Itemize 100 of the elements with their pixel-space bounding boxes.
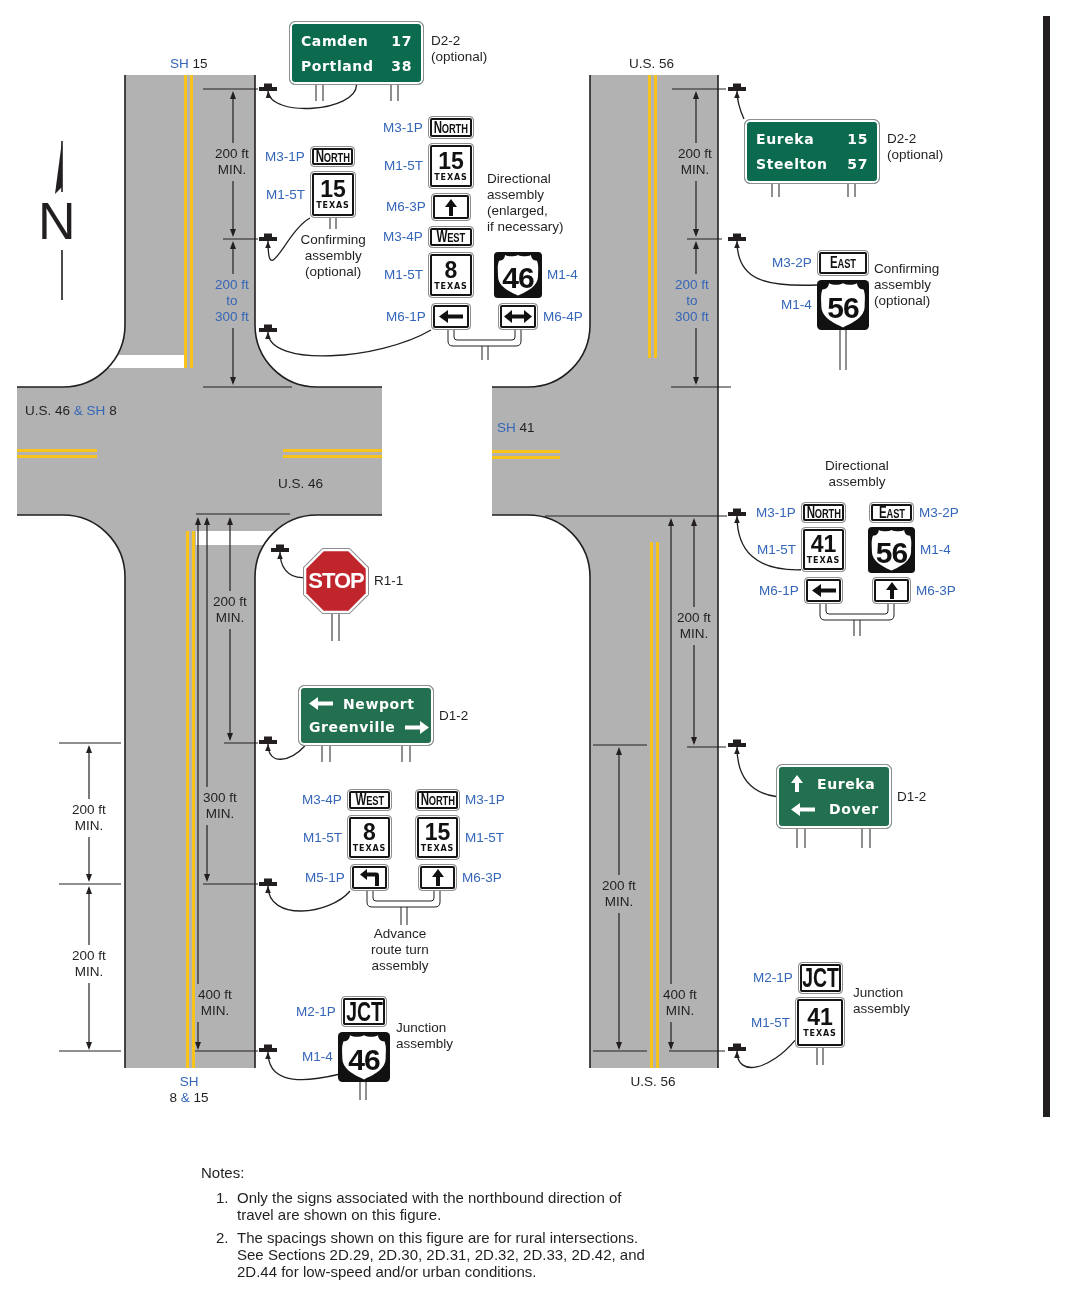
sign-code-label: M1-4	[547, 267, 578, 283]
sign-code-label: M1-5T	[465, 829, 504, 846]
note-number: 2.	[216, 1229, 229, 1246]
leader-line	[266, 885, 351, 912]
sign-code-label: D1-2	[439, 707, 469, 724]
plaque-text: NORTH	[420, 792, 455, 808]
distance-label: 200 ft MIN.	[677, 610, 711, 642]
leader-line	[277, 551, 304, 579]
road-name: U.S. 46 & SH 8	[25, 403, 117, 419]
sign-symbol	[728, 508, 746, 516]
road-name: SH 8 & 15	[169, 1074, 209, 1106]
place-name: Eureka	[756, 129, 815, 148]
sign-symbol	[259, 736, 277, 744]
place-name: Eureka	[817, 774, 876, 793]
plaque-text: JCT	[345, 998, 383, 1025]
note-number: 1.	[216, 1189, 229, 1206]
sign-code-label: M1-4	[920, 542, 951, 558]
sign-text: STOP	[308, 569, 364, 593]
distance-label: 200 ft to 300 ft	[215, 277, 249, 325]
sign-code-label: M3-1P	[756, 504, 796, 521]
assembly-caption: Directional assembly (enlarged, if necessary)	[487, 171, 564, 235]
sign-code-label: M1-4	[302, 1049, 333, 1065]
state-name: TEXAS	[434, 172, 468, 183]
assembly-caption: Advance route turn assembly	[371, 926, 429, 974]
route-number: 41	[810, 533, 837, 555]
sign-code-label: M2-1P	[753, 970, 793, 986]
sign-code-label: R1-1	[374, 573, 404, 589]
leader-line	[267, 84, 358, 110]
route-number: 15	[424, 821, 451, 843]
distance-label: 200 ft MIN.	[213, 594, 247, 626]
route-number: 46	[348, 1044, 380, 1075]
plaque-text: WEST	[436, 229, 466, 245]
route-number: 8	[444, 258, 458, 281]
leader-line	[734, 515, 802, 571]
sign-code-label: M6-4P	[543, 308, 583, 325]
sign-symbol	[728, 1043, 746, 1051]
distance-label: 300 ft MIN.	[203, 790, 237, 822]
plaque-text: JCT	[802, 965, 839, 991]
leader-line	[265, 1051, 339, 1081]
place-name: Camden	[301, 31, 369, 50]
sign-code-label: M2-1P	[296, 1003, 336, 1020]
sign-code-label: M3-1P	[383, 119, 423, 136]
sign-code-label: M6-1P	[386, 308, 426, 325]
place-name: Greenville	[309, 718, 396, 737]
sign-code-label: M1-5T	[751, 1014, 790, 1031]
sign-code-label: M3-2P	[919, 504, 959, 521]
sign-code-label: M3-1P	[265, 148, 305, 165]
assembly-caption: Junction assembly	[853, 985, 911, 1017]
distance-label: 400 ft MIN.	[198, 987, 232, 1019]
route-number: 41	[807, 1006, 833, 1028]
notes-heading: Notes:	[201, 1164, 245, 1182]
route-number: 15	[438, 149, 464, 172]
distance-label: 200 ft MIN.	[215, 146, 249, 178]
sign-symbol	[271, 544, 289, 552]
north-letter: N	[38, 195, 76, 247]
distance-value: 17	[391, 31, 412, 50]
distance-label: 400 ft MIN.	[663, 987, 697, 1019]
place-name: Steelton	[756, 155, 828, 174]
assembly-caption: Confirming assembly (optional)	[300, 232, 366, 280]
sign-code-label: M6-1P	[759, 582, 799, 599]
sign-code-label: M1-5T	[757, 541, 796, 558]
assembly-caption: Confirming assembly (optional)	[874, 261, 940, 309]
sign-code-label: D2-2 (optional)	[887, 131, 944, 163]
sign-symbol	[259, 83, 277, 91]
distance-value: 38	[391, 56, 412, 75]
distance-value: 57	[847, 155, 868, 174]
state-name: TEXAS	[316, 201, 350, 211]
sign-code-label: M1-5T	[384, 158, 423, 174]
place-name: Portland	[301, 56, 374, 75]
sign-code-label: M3-1P	[465, 792, 505, 808]
road-name: U.S. 56	[630, 1074, 676, 1090]
assembly-caption: Directional assembly	[825, 458, 889, 490]
leader-line	[734, 746, 777, 798]
plaque-text: WEST	[355, 792, 384, 808]
distance-label: 200 ft to 300 ft	[675, 277, 709, 325]
note-text: The spacings shown on this figure are for rural intersections. See Sections 2D.29, 2D.30, 2D.31, 2D.32, 2D.33, 2D.42, and 2D.44 for low-speed and/or urban conditions.	[237, 1229, 645, 1280]
note-text: Only the signs associated with the northbound direction of travel are shown on this figure.	[237, 1189, 622, 1223]
state-name: TEXAS	[434, 281, 468, 292]
sign-code-label: M5-1P	[305, 869, 345, 886]
sign-code-label: M1-4	[781, 297, 812, 313]
sign-symbol	[728, 739, 746, 747]
sign-code-label: M6-3P	[386, 199, 426, 215]
sign-symbol	[259, 1044, 277, 1052]
leader-line	[265, 217, 311, 261]
plaque-text: NORTH	[806, 504, 841, 521]
sign-symbol	[728, 233, 746, 241]
route-number: 15	[320, 178, 346, 200]
sign-code-label: M3-2P	[772, 255, 812, 271]
sign-code-label: D2-2 (optional)	[431, 33, 488, 65]
sign-code-label: M1-5T	[266, 186, 305, 203]
sign-code-label: M3-4P	[302, 792, 342, 808]
leader-line	[267, 329, 432, 357]
leader-line	[734, 240, 818, 286]
sign-code-label: M1-5T	[384, 267, 423, 283]
sign-code-label: M3-4P	[383, 229, 423, 245]
sign-symbol	[259, 878, 277, 886]
plaque-text: EAST	[830, 255, 856, 271]
route-number: 56	[875, 537, 908, 568]
plaque-text: NORTH	[315, 148, 350, 165]
state-name: TEXAS	[806, 556, 841, 566]
